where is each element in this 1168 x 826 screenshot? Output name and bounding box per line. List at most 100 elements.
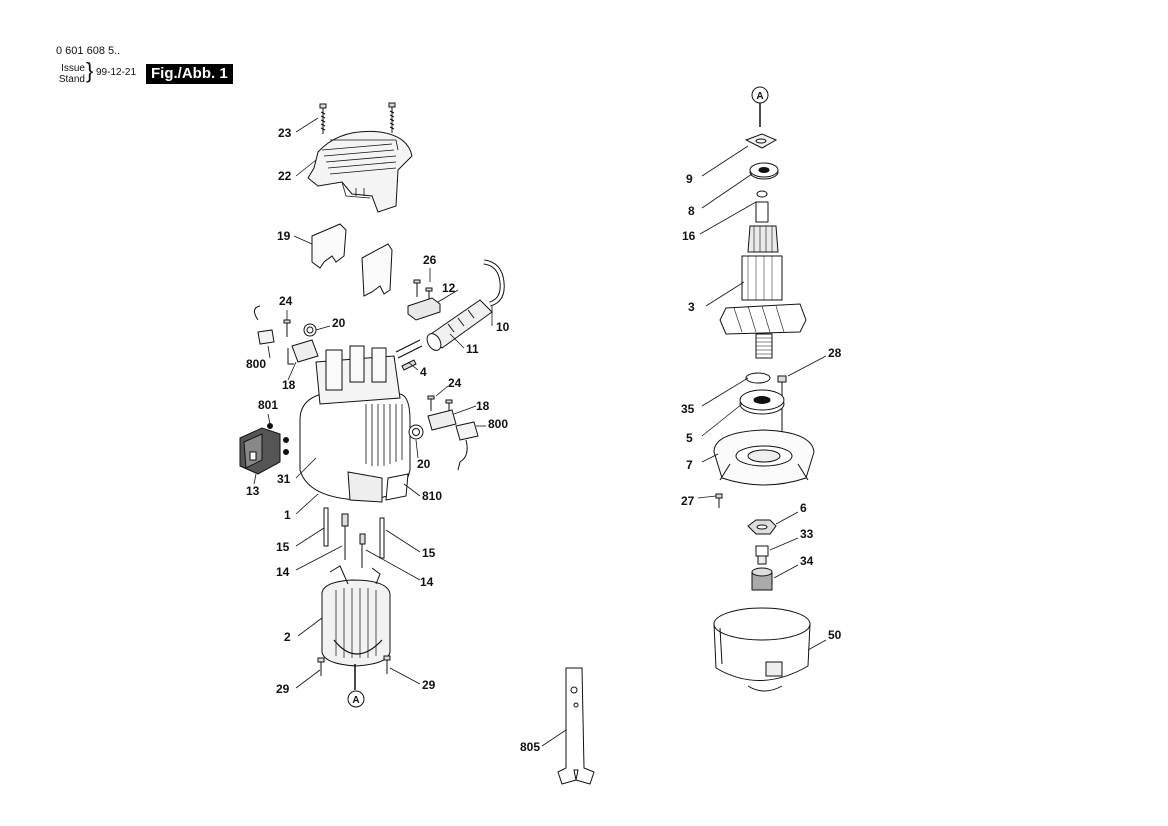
part-label-810: 810 bbox=[422, 489, 442, 503]
leader-line-50 bbox=[807, 639, 827, 651]
collet-nut-6 bbox=[747, 519, 777, 535]
screw-28 bbox=[777, 375, 787, 438]
part-label-15: 15 bbox=[422, 546, 436, 560]
spring-20-left bbox=[303, 323, 317, 337]
leader-line-800 bbox=[267, 345, 271, 359]
marker-a-bottom-text: A bbox=[352, 695, 359, 706]
leader-line-20 bbox=[415, 439, 419, 459]
leader-line-5 bbox=[701, 403, 743, 437]
part-label-805: 805 bbox=[520, 740, 540, 754]
part-labels: 2322192612101124208001842418800801201331… bbox=[246, 117, 842, 754]
ball-bearing-8 bbox=[749, 162, 779, 180]
part-label-29: 29 bbox=[276, 682, 290, 696]
cable-sleeve-11 bbox=[426, 299, 493, 351]
part-label-26: 26 bbox=[423, 253, 437, 267]
leader-line-801 bbox=[267, 413, 271, 425]
part-label-18: 18 bbox=[476, 399, 490, 413]
leader-line-22 bbox=[295, 159, 317, 177]
part-label-14: 14 bbox=[276, 565, 290, 579]
screws-801 bbox=[267, 423, 289, 455]
issue-date: 99-12-21 bbox=[96, 67, 137, 78]
part-label-22: 22 bbox=[278, 169, 292, 183]
part-label-801: 801 bbox=[258, 398, 278, 412]
collet-34 bbox=[751, 567, 773, 591]
screw-23-right bbox=[388, 102, 396, 133]
leader-line-8 bbox=[701, 173, 753, 209]
part-label-11: 11 bbox=[466, 342, 479, 356]
gasket-19-a bbox=[311, 223, 347, 269]
wrench-805 bbox=[557, 667, 595, 785]
leader-line-34 bbox=[773, 564, 799, 579]
leader-line-14 bbox=[295, 545, 343, 571]
leader-line-31 bbox=[295, 457, 317, 479]
retaining-plate-9 bbox=[744, 133, 778, 149]
screw-23-left bbox=[319, 103, 327, 134]
part-label-9: 9 bbox=[686, 172, 693, 186]
figure-label: Fig./Abb. 1 bbox=[146, 64, 233, 84]
part-label-800: 800 bbox=[488, 417, 508, 431]
part-label-33: 33 bbox=[800, 527, 814, 541]
part-label-35: 35 bbox=[681, 402, 695, 416]
leader-line-4 bbox=[407, 361, 419, 371]
leader-line-1 bbox=[295, 493, 319, 515]
part-label-8: 8 bbox=[688, 204, 695, 218]
part-label-23: 23 bbox=[278, 126, 292, 140]
part-label-5: 5 bbox=[686, 431, 693, 445]
leader-line-23 bbox=[295, 117, 319, 133]
leader-line-29 bbox=[295, 669, 321, 689]
part-label-16: 16 bbox=[682, 229, 696, 243]
part-label-2: 2 bbox=[284, 630, 291, 644]
leader-line-29 bbox=[389, 667, 421, 685]
leader-line-2 bbox=[297, 617, 323, 637]
leader-line-19 bbox=[293, 235, 313, 245]
power-cable-10 bbox=[483, 259, 505, 307]
part-label-24: 24 bbox=[448, 376, 462, 390]
part-label-6: 6 bbox=[800, 501, 807, 515]
leader-line-15 bbox=[295, 527, 325, 547]
leader-line-18 bbox=[287, 361, 297, 381]
marker-a-top-text: A bbox=[756, 91, 763, 102]
field-coil-2 bbox=[321, 565, 391, 667]
leader-line-24 bbox=[435, 385, 449, 397]
leader-line-9 bbox=[701, 145, 749, 177]
part-label-20: 20 bbox=[417, 457, 431, 471]
motor-housing-1 bbox=[299, 345, 411, 503]
terminal-pins-14-15 bbox=[323, 507, 385, 568]
leader-line-27 bbox=[697, 495, 717, 499]
part-label-28: 28 bbox=[828, 346, 842, 360]
collet-33 bbox=[755, 545, 769, 565]
part-label-10: 10 bbox=[496, 320, 510, 334]
screw-24-left bbox=[283, 319, 291, 337]
part-label-31: 31 bbox=[277, 472, 291, 486]
carbon-brush-800-right bbox=[455, 421, 479, 471]
part-label-13: 13 bbox=[246, 484, 260, 498]
leader-line-6 bbox=[775, 511, 799, 525]
part-label-800: 800 bbox=[246, 357, 266, 371]
part-label-14: 14 bbox=[420, 575, 434, 589]
leader-line-28 bbox=[787, 355, 827, 377]
part-label-12: 12 bbox=[442, 281, 456, 295]
brush-holder-18-left bbox=[287, 339, 319, 365]
motor-cover-22 bbox=[307, 130, 413, 213]
leader-line-805 bbox=[541, 729, 567, 747]
part-label-4: 4 bbox=[420, 365, 427, 379]
part-label-34: 34 bbox=[800, 554, 814, 568]
part-label-18: 18 bbox=[282, 378, 296, 392]
leader-line-20 bbox=[315, 325, 331, 331]
armature-3 bbox=[719, 201, 807, 359]
gasket-19-b bbox=[361, 243, 393, 297]
leader-line-13 bbox=[253, 473, 257, 485]
document-number: 0 601 608 5.. bbox=[56, 45, 121, 57]
reference-marker-a-bottom: A bbox=[347, 664, 365, 708]
leader-line-14 bbox=[365, 549, 421, 581]
part-label-50: 50 bbox=[828, 628, 842, 642]
leader-line-35 bbox=[701, 377, 749, 407]
part-label-29: 29 bbox=[422, 678, 436, 692]
cable-clamp-12 bbox=[407, 297, 441, 321]
leader-line-810 bbox=[403, 483, 421, 497]
leader-line-15 bbox=[385, 529, 421, 553]
ring-35 bbox=[745, 372, 771, 384]
screws-29 bbox=[317, 655, 391, 676]
carbon-brush-800-left bbox=[254, 305, 275, 345]
